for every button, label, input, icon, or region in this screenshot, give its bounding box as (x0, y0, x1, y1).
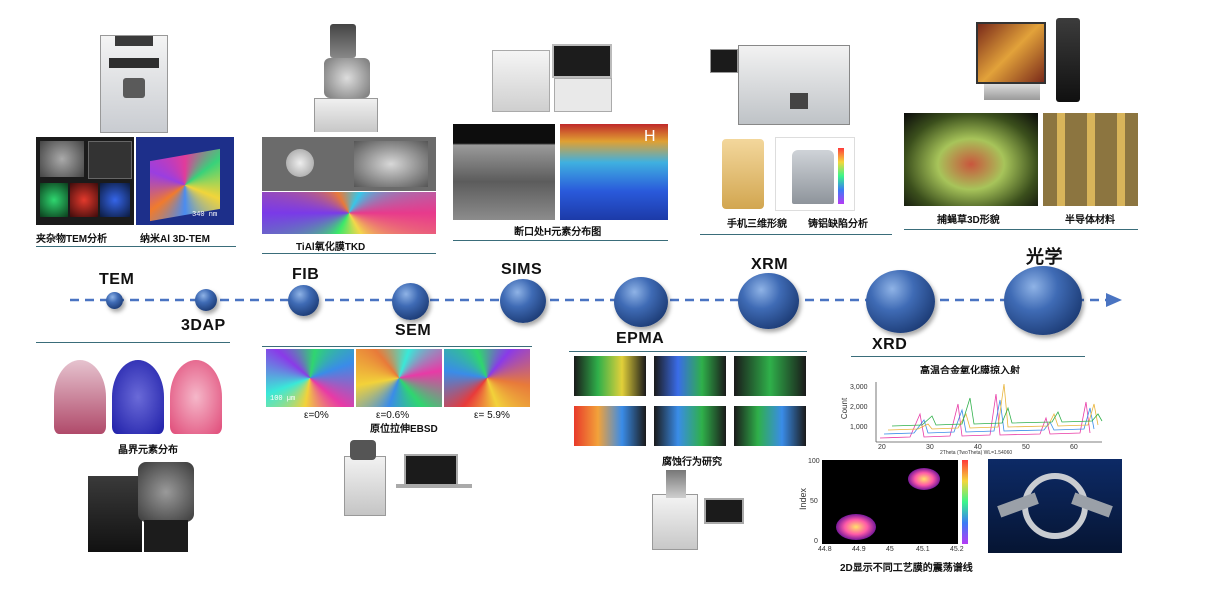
xrd-ylabel: Count (840, 397, 850, 420)
caption-optical-semi: 半导体材料 (1065, 215, 1115, 226)
xrd-xtick-20: 20 (878, 444, 886, 451)
rocking-xtick-2: 45 (886, 546, 894, 553)
caption-dap-grain: 晶界元素分布 (118, 445, 178, 456)
rocking-ylabel: Index (798, 487, 809, 511)
fib-sem-image (262, 137, 436, 191)
rocking-xtick-1: 44.9 (852, 546, 866, 553)
timeline-label-sem: SEM (395, 322, 432, 339)
rocking-colorbar (962, 460, 968, 544)
xrd-pattern-chart: 3,000 2,000 1,000 Count 20 30 40 50 60 2… (840, 374, 1110, 456)
timeline-label-sims: SIMS (501, 261, 543, 278)
caption-xrd-title: 高温合金氧化膜掠入射 (920, 366, 1020, 377)
xrd-xtick-50: 50 (1022, 444, 1030, 451)
xrd-pattern-svg (875, 382, 1103, 443)
caption-tem-inclusion: 夹杂物TEM分析 (36, 234, 108, 245)
tem-scale-text: 340 nm (192, 211, 218, 219)
sem-instrument-image (336, 440, 476, 516)
xrd-xtick-40: 40 (974, 444, 982, 451)
timeline-label-xrd: XRD (872, 336, 908, 353)
xrd-xtick-30: 30 (926, 444, 934, 451)
caption-fib-tial: TiAl氧化膜TKD (296, 242, 366, 253)
timeline-label-3dap: 3DAP (181, 317, 226, 334)
timeline-label-fib: FIB (292, 266, 320, 283)
sims-h-map-image: H (560, 124, 668, 220)
timeline-node-fib (288, 285, 319, 316)
caption-sims-h: 断口处H元素分布图 (514, 227, 602, 238)
fib-instrument-image (310, 24, 380, 132)
sem-ebsd-1-image (356, 349, 442, 407)
tem-inclusion-image (36, 137, 134, 225)
timeline-node-optical (1004, 266, 1082, 335)
timeline-label-tem: TEM (99, 271, 135, 288)
epma-map-grid-image (574, 356, 806, 450)
timeline-node-xrm (738, 273, 799, 329)
timeline-label-epma: EPMA (616, 330, 665, 347)
epma-instrument-image (646, 470, 746, 550)
rocking-xtick-3: 45.1 (916, 546, 930, 553)
dap-underline (36, 342, 230, 343)
sem-strain-1: ε=0.6% (376, 410, 410, 421)
xrd-xtick-60: 60 (1070, 444, 1078, 451)
dap-grain-image (46, 346, 226, 436)
sem-ebsd-2-image (444, 349, 530, 407)
sem-ebsd-0-image: 100 µm (266, 349, 354, 407)
caption-xrm-al: 铸铝缺陷分析 (808, 219, 868, 230)
sem-strain-0: ε=0% (304, 410, 329, 421)
sem-strain-2: ε= 5.9% (474, 410, 510, 421)
fib-underline (262, 253, 436, 254)
timeline-node-epma (614, 277, 668, 327)
optical-semi-image (1043, 113, 1138, 206)
xrd-underline (851, 356, 1085, 357)
xrd-ytick-3000: 3,000 (850, 384, 868, 391)
caption-rocking: 2D显示不同工艺膜的震荡谱线 (840, 563, 973, 574)
xrd-xaxis-label: 2Theta (TwoTheta) WL=1.54060 (940, 450, 1013, 456)
xrm-underline (700, 234, 892, 235)
rocking-ytick-0: 0 (814, 538, 818, 545)
rocking-ytick-100: 100 (808, 458, 820, 465)
caption-epma-corrosion: 腐蚀行为研究 (662, 457, 722, 468)
timeline-label-optical: 光学 (1026, 247, 1063, 267)
xrm-casting-image (775, 137, 855, 211)
fib-tkd-image (262, 192, 436, 234)
tem-underline (36, 246, 236, 247)
tem-instrument-image (100, 35, 168, 133)
optical-underline (904, 229, 1138, 230)
xrd-instrument-image (988, 459, 1122, 553)
timeline-node-xrd (866, 270, 935, 333)
epma-underline (569, 351, 807, 352)
tem-3d-image: 340 nm (136, 137, 234, 225)
optical-instrument-image (976, 18, 1098, 104)
rocking-plot-area (822, 460, 958, 544)
sims-instrument-image (492, 30, 614, 112)
timeline-node-3dap (195, 289, 217, 311)
xrd-ytick-2000: 2,000 (850, 404, 868, 411)
timeline-node-tem (106, 292, 123, 309)
caption-tem-3d: 纳米Al 3D-TEM (140, 234, 210, 245)
sem-scale-text: 100 µm (270, 395, 296, 403)
rocking-xtick-0: 44.8 (818, 546, 832, 553)
xrm-phone-image (722, 139, 764, 209)
dap-instrument-image (88, 462, 196, 554)
caption-optical-plant: 捕蝇草3D形貌 (937, 215, 1000, 226)
rocking-ytick-50: 50 (810, 498, 818, 505)
optical-plant-image (904, 113, 1038, 206)
sem-underline (262, 346, 532, 347)
xrd-ytick-1000: 1,000 (850, 424, 868, 431)
timeline-label-xrm: XRM (751, 256, 789, 273)
rocking-map-chart: Index 44.8 44.9 45 45.1 45.2 100 50 0 (790, 456, 978, 556)
timeline-node-sims (500, 279, 546, 323)
caption-sem-ebsd: 原位拉伸EBSD (370, 424, 438, 435)
sims-h-letter: H (644, 128, 656, 145)
sims-underline (453, 240, 668, 241)
xrm-instrument-image (710, 45, 850, 125)
caption-xrm-phone: 手机三维形貌 (727, 219, 787, 230)
timeline-node-sem (392, 283, 429, 320)
rocking-xtick-4: 45.2 (950, 546, 964, 553)
sims-fracture-image (453, 124, 555, 220)
